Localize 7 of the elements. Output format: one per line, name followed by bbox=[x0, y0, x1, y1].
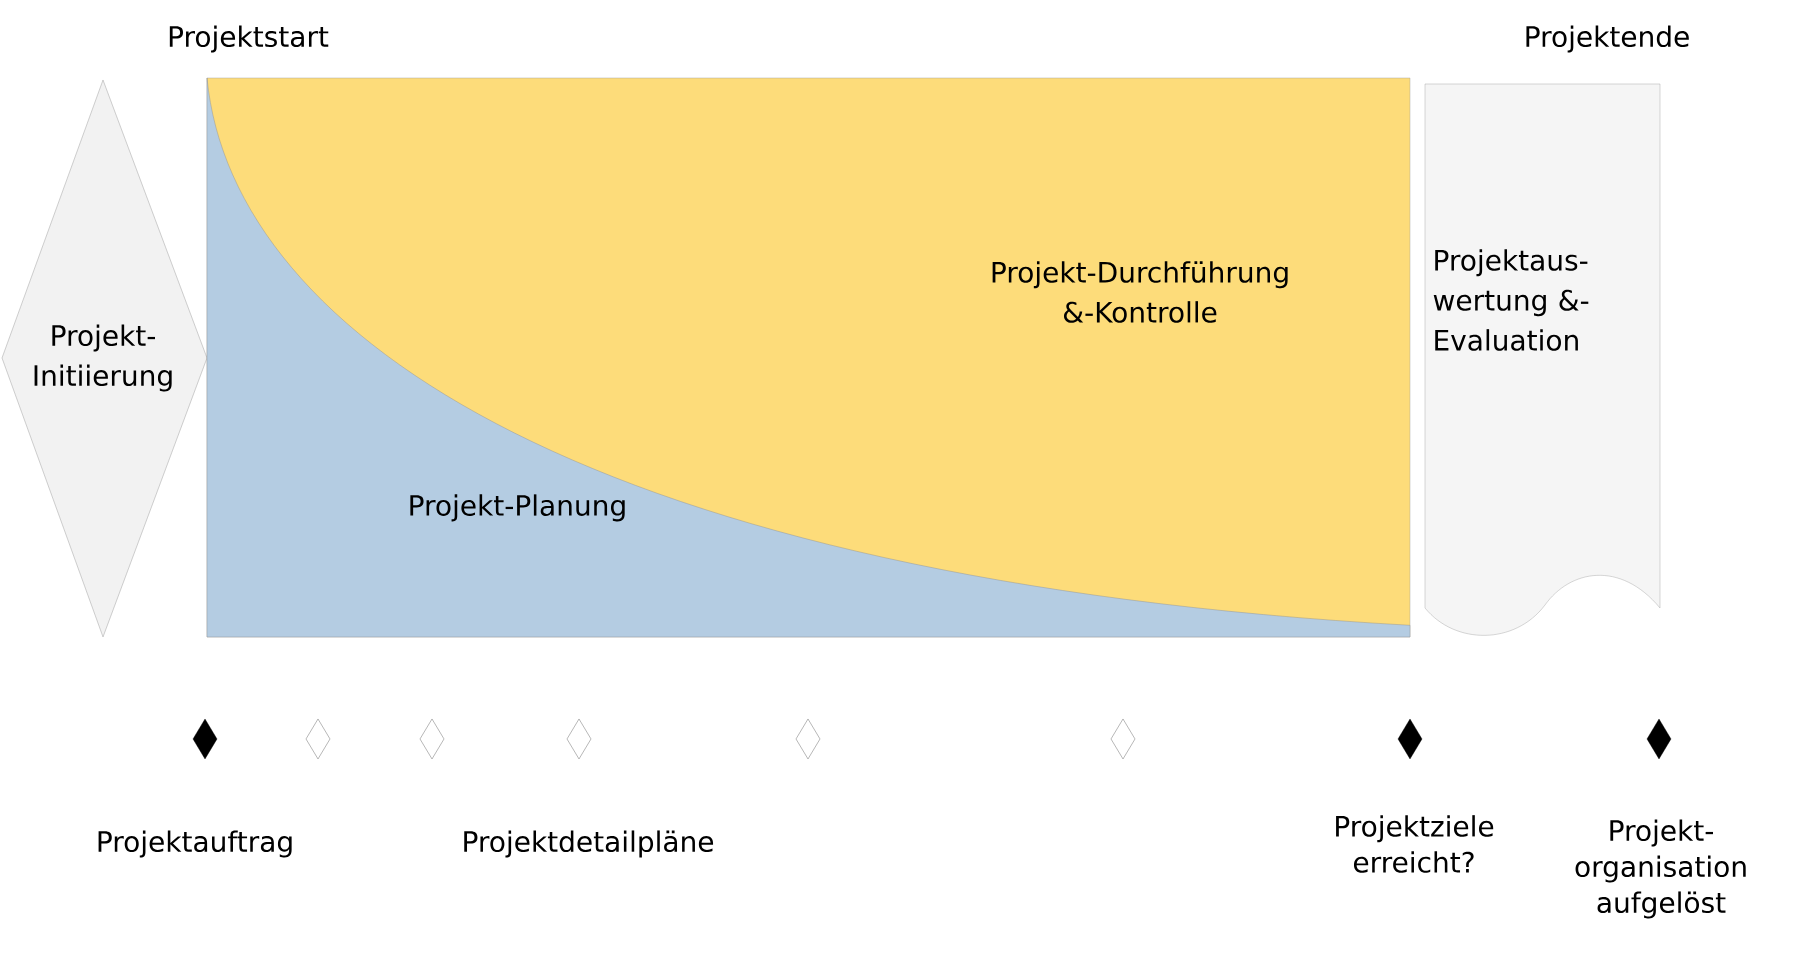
milestone-label: Projektende bbox=[1526, 25, 1689, 53]
milestone-label: Projektdetailpläne bbox=[464, 830, 714, 858]
milestone-label: Projektauftrag bbox=[98, 830, 292, 858]
planning-area: Projekt-Planung bbox=[410, 494, 625, 522]
milestone-label: Projektstart bbox=[169, 25, 329, 53]
milestone-label: Projekt- organisation aufgelöst bbox=[1575, 819, 1746, 919]
milestone-label: Projektziele erreicht? bbox=[1336, 815, 1494, 873]
